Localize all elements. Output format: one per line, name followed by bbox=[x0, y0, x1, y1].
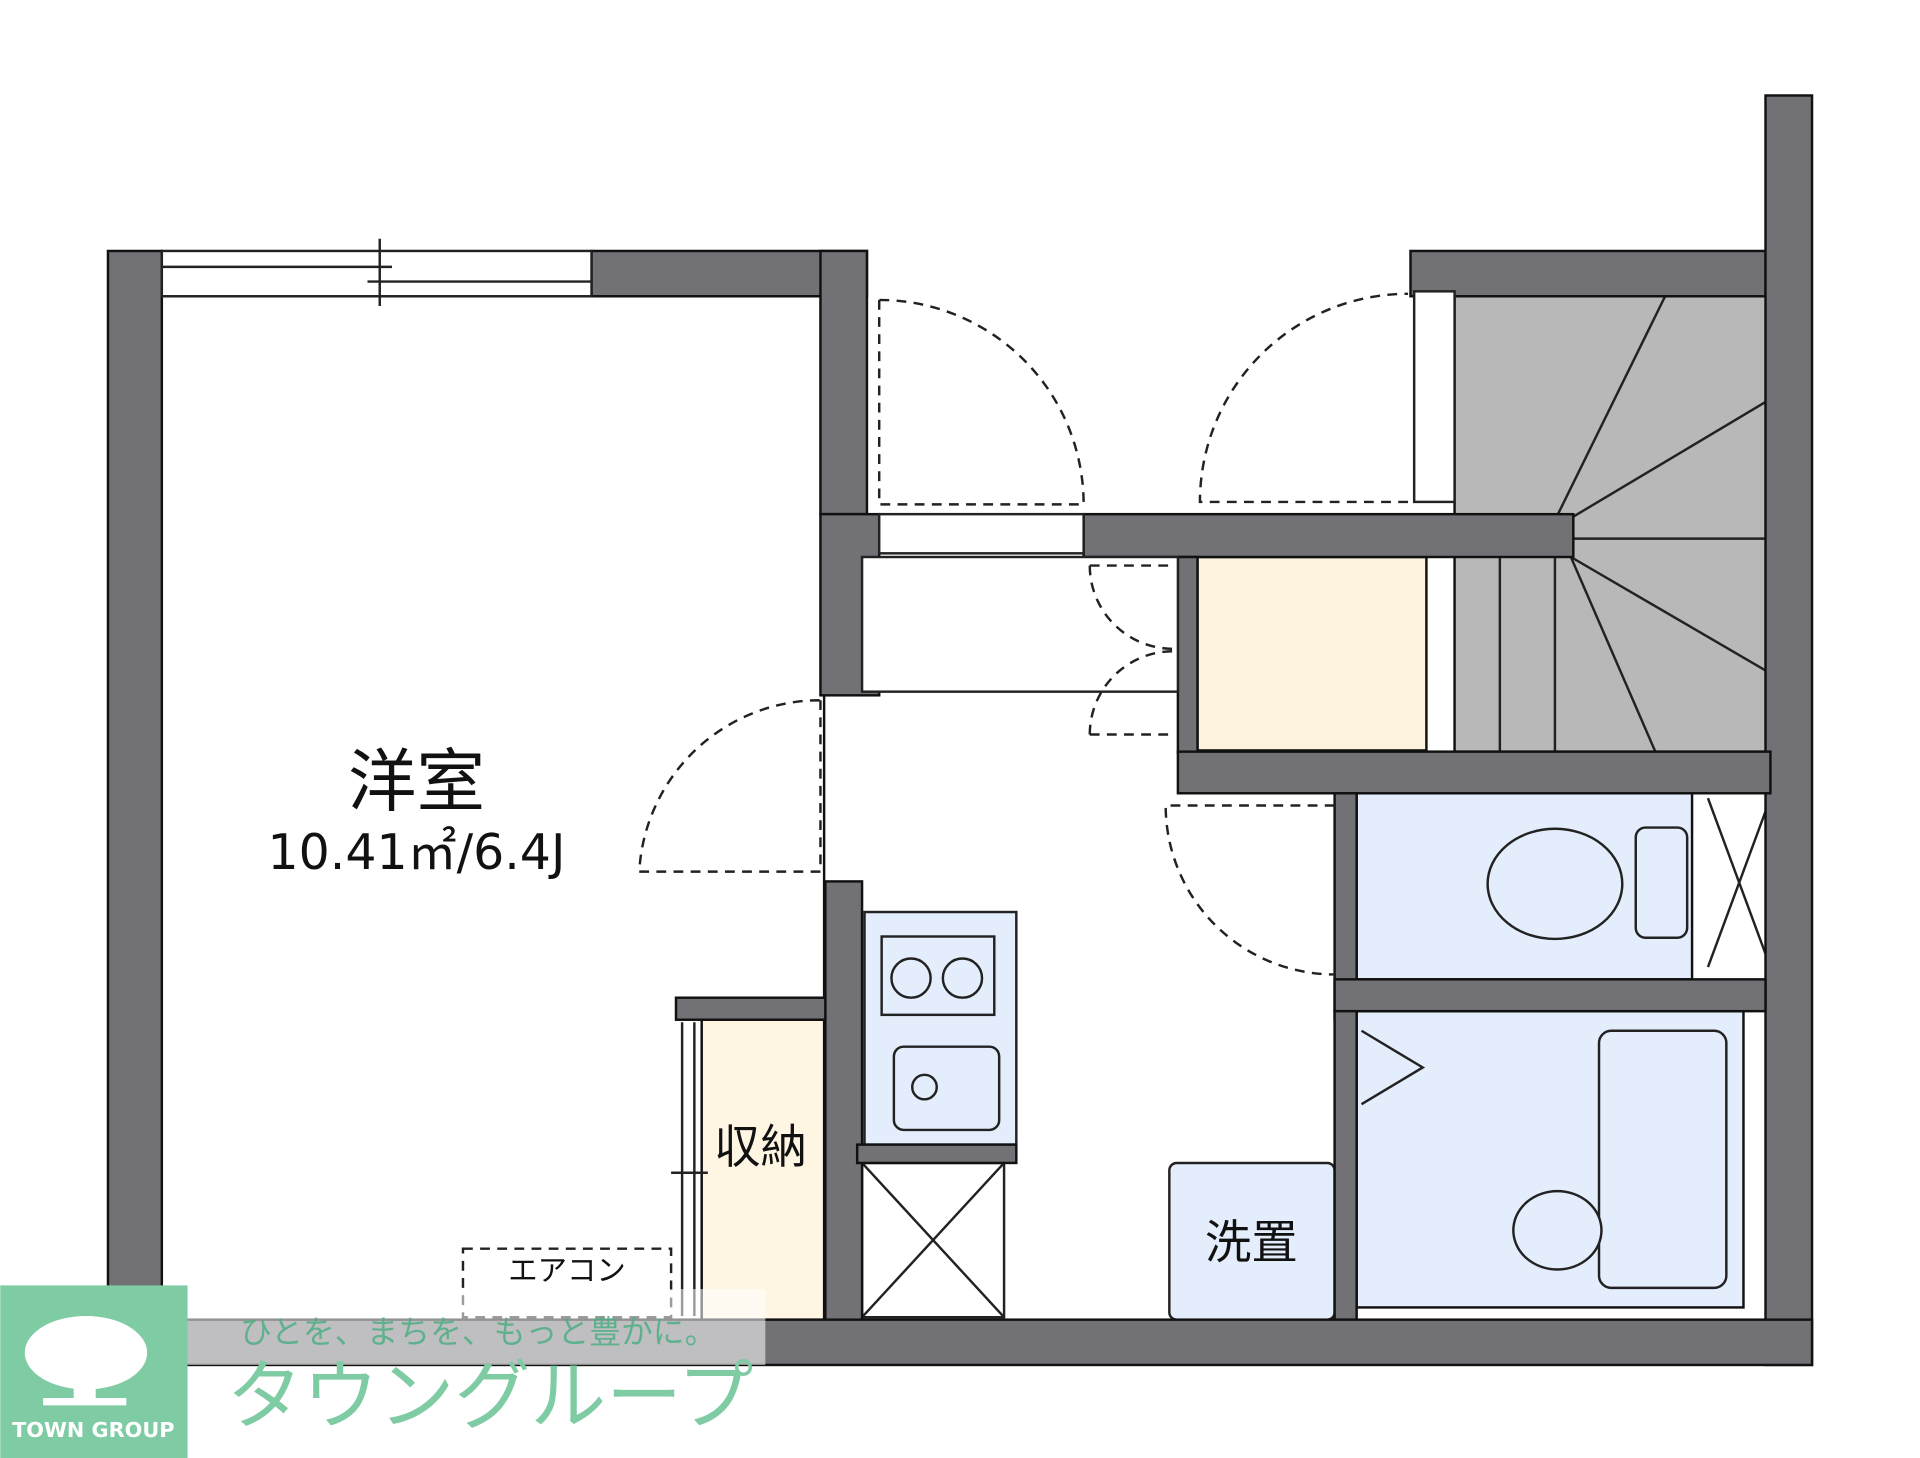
stair-door[interactable] bbox=[1198, 292, 1409, 504]
wall bbox=[1333, 1009, 1358, 1321]
room-name-western: 洋室 bbox=[348, 743, 485, 823]
room-name-storage: 収納 bbox=[714, 1120, 807, 1174]
room-name-washer: 洗置 bbox=[1205, 1215, 1298, 1269]
burner-icon bbox=[941, 957, 984, 999]
tree-icon bbox=[24, 1315, 148, 1406]
utility-space bbox=[1706, 797, 1772, 968]
burner-icon bbox=[890, 957, 932, 999]
toilet-tank-icon bbox=[1634, 826, 1689, 939]
logo-name-en: TOWN GROUP bbox=[12, 1418, 174, 1442]
stair-treads bbox=[1498, 295, 1772, 753]
logo-tagline: ひとを、まちを、もっと豊かに。 bbox=[240, 1313, 716, 1351]
bathtub-icon bbox=[1597, 1029, 1728, 1290]
toilet-bowl-icon bbox=[1486, 827, 1624, 941]
wall bbox=[1764, 94, 1814, 1367]
entrance-threshold bbox=[877, 512, 1085, 555]
room-area-western: 10.41㎡/6.4J bbox=[268, 824, 566, 881]
shaft-cross bbox=[861, 1162, 1005, 1319]
logo-name-ja: タウングループ bbox=[227, 1352, 754, 1440]
wall bbox=[1082, 512, 1575, 559]
corridor bbox=[860, 555, 1180, 693]
wall bbox=[1176, 750, 1772, 795]
wall bbox=[674, 996, 827, 1021]
storage-door[interactable] bbox=[671, 1022, 708, 1316]
bath-door-icon bbox=[1360, 1029, 1426, 1106]
tagline-band bbox=[153, 1289, 766, 1365]
closet-door[interactable] bbox=[1088, 564, 1174, 736]
aircon-label: エアコン bbox=[508, 1253, 626, 1287]
wall bbox=[855, 1143, 1018, 1165]
wall bbox=[1333, 978, 1767, 1013]
sink-icon bbox=[892, 1045, 1001, 1132]
toilet-door[interactable] bbox=[1164, 804, 1335, 976]
wall bbox=[819, 249, 869, 516]
wall bbox=[106, 249, 164, 1367]
wall bbox=[1176, 555, 1199, 755]
washbasin-icon bbox=[1512, 1189, 1603, 1271]
window bbox=[160, 238, 593, 307]
door-frame bbox=[1412, 290, 1456, 504]
storage-label: 収納 bbox=[714, 1120, 807, 1174]
entrance-door[interactable] bbox=[877, 298, 1085, 506]
wall bbox=[824, 880, 864, 1324]
drain-icon bbox=[911, 1073, 938, 1101]
wall bbox=[1409, 249, 1767, 298]
closet bbox=[1196, 555, 1428, 752]
stove-icon bbox=[880, 935, 996, 1017]
western-room-door[interactable] bbox=[637, 699, 822, 873]
